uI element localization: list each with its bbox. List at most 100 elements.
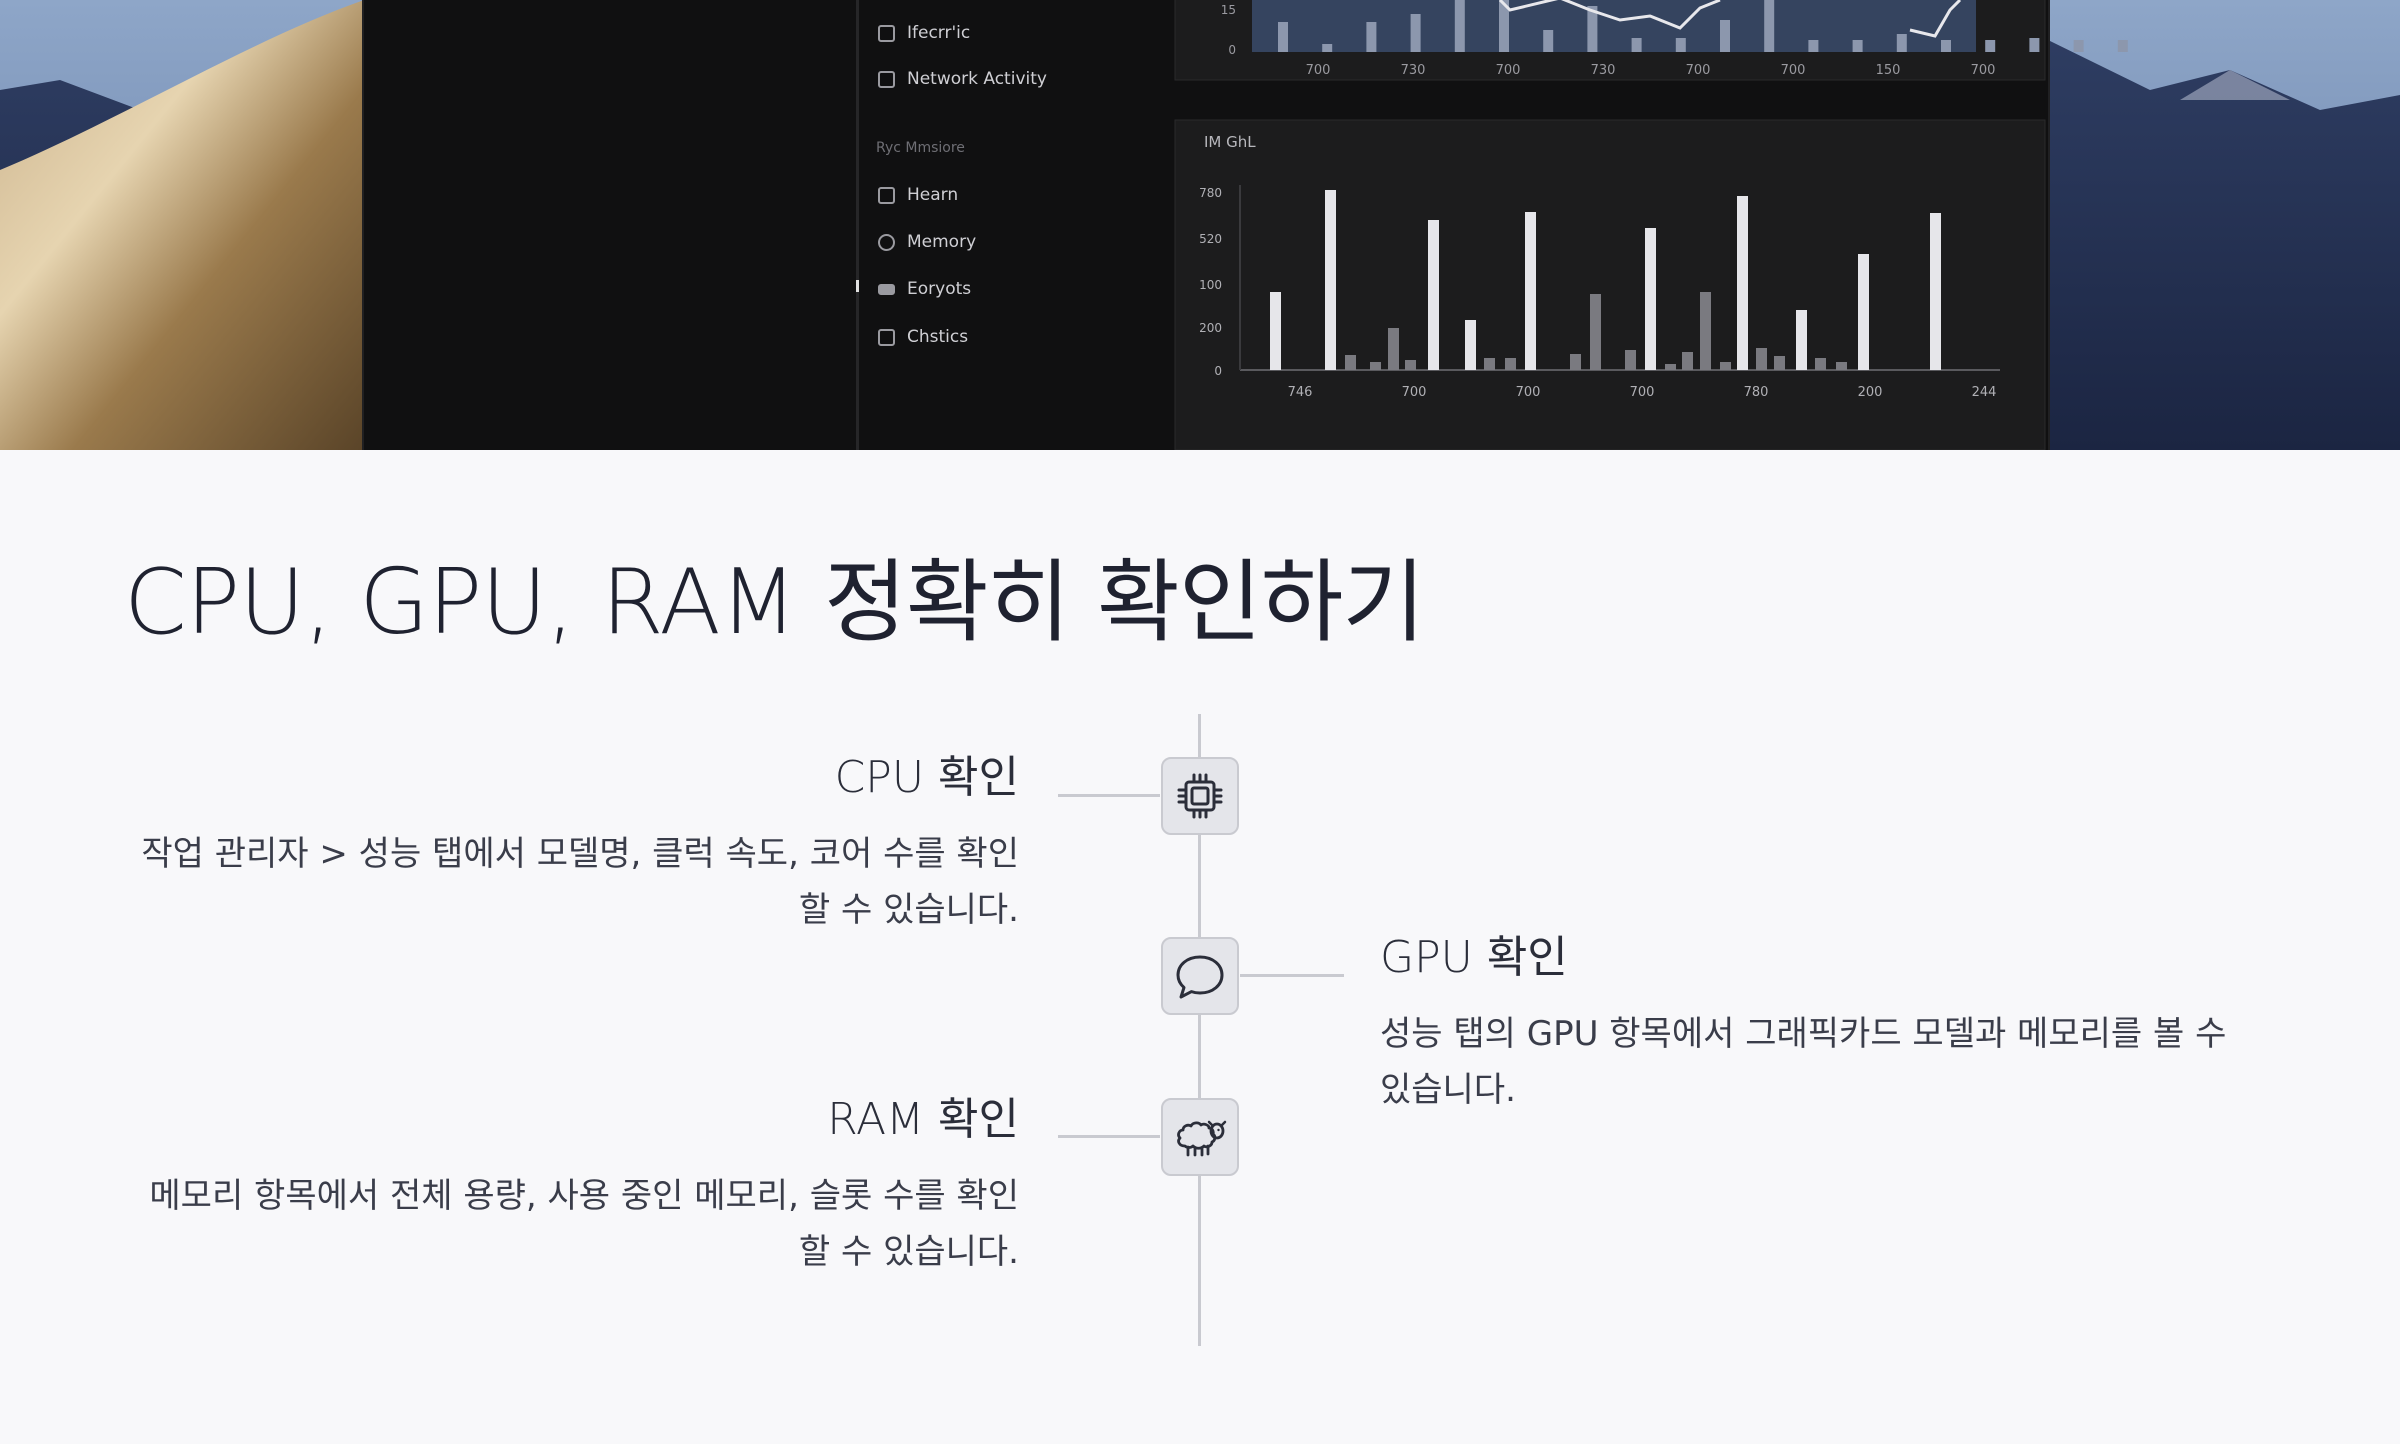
top-chart-x-tick: 700	[1686, 63, 1711, 78]
top-chart-bar	[1631, 38, 1642, 52]
gpu-connector	[1240, 974, 1344, 977]
memory-icon	[878, 233, 895, 251]
bottom-chart-bar	[1370, 362, 1381, 370]
bottom-chart-bar	[1737, 196, 1748, 370]
bottom-chart-bar	[1796, 310, 1807, 370]
bottom-chart-bar	[1388, 328, 1399, 370]
electric-icon	[878, 24, 895, 42]
bottom-chart-bar	[1465, 320, 1476, 370]
bottom-chart-bar	[1428, 220, 1439, 370]
sidebar-item-network[interactable]: Network Activity	[878, 66, 1047, 92]
page-title: CPU, GPU, RAM 정확히 확인하기	[124, 550, 1425, 655]
top-chart-bar	[2117, 40, 2128, 52]
bottom-chart-y-tick: 100	[1199, 278, 1222, 292]
top-chart-y-tick: 15	[1221, 3, 1236, 17]
top-chart-bar	[1941, 40, 1951, 52]
bottom-chart-x-tick: 700	[1516, 385, 1541, 400]
bottom-chart-bar	[1484, 358, 1495, 370]
gpu-description-line: 있습니다.	[1380, 1070, 1516, 1110]
bottom-chart-x-tick: 746	[1288, 385, 1313, 400]
cpu-description-line: 작업 관리자 > 성능 탭에서 모델명, 클럭 속도, 코어 수를 확인	[141, 834, 1019, 874]
top-chart-x-tick: 150	[1876, 63, 1901, 78]
top-chart-y-tick: 0	[1228, 43, 1236, 57]
bottom-chart-bar	[1405, 360, 1416, 370]
cpu-description: 작업 관리자 > 성능 탭에서 모델명, 클럭 속도, 코어 수를 확인 할 수…	[141, 826, 1019, 938]
top-chart-x-tick: 700	[1496, 63, 1521, 78]
top-chart-bar	[1808, 40, 1819, 52]
speech-bubble-icon	[1176, 955, 1224, 999]
network-icon	[878, 70, 895, 88]
top-chart-bar	[1366, 22, 1377, 52]
bottom-chart-y-tick: 0	[1214, 364, 1222, 378]
gpu-description: 성능 탭의 GPU 항목에서 그래픽카드 모델과 메모리를 볼 수 있습니다.	[1380, 1006, 2226, 1118]
ram-description-line: 할 수 있습니다.	[798, 1232, 1019, 1272]
bottom-chart-bar	[1525, 212, 1536, 370]
bottom-chart-bar	[1345, 355, 1356, 370]
gpu-description-line: 성능 탭의 GPU 항목에서 그래픽카드 모델과 메모리를 볼 수	[1380, 1014, 2227, 1054]
top-chart-x-tick: 700	[1306, 63, 1331, 78]
top-chart-bar	[1985, 40, 1996, 52]
cpu-chip-icon	[1177, 773, 1223, 819]
ram-description: 메모리 항목에서 전체 용량, 사용 중인 메모리, 슬롯 수를 확인 할 수 …	[149, 1168, 1019, 1280]
bottom-chart-bar	[1858, 254, 1869, 370]
sidebar-item-eoryots[interactable]: Eoryots	[878, 276, 971, 302]
top-chart-x-tick: 700	[1781, 63, 1806, 78]
cpu-title: CPU 확인	[834, 752, 1019, 803]
cpu-node	[1161, 757, 1239, 835]
sidebar-item-label: Ifecrr'ic	[907, 23, 971, 43]
top-chart-bar	[1543, 30, 1554, 52]
top-chart-bar	[1410, 14, 1421, 52]
top-chart-bar	[2029, 38, 2040, 52]
cpu-connector	[1058, 794, 1160, 797]
bottom-chart-y-tick: 780	[1199, 186, 1222, 200]
ram-connector	[1058, 1135, 1160, 1138]
sidebar-item-electric[interactable]: Ifecrr'ic	[878, 20, 970, 46]
top-chart-x-tick: 730	[1401, 63, 1426, 78]
sidebar-item-memory[interactable]: Memory	[878, 229, 976, 255]
top-chart-bar	[1896, 34, 1907, 52]
bottom-chart-bar	[1930, 213, 1941, 370]
bottom-chart-bar	[1720, 362, 1731, 370]
bottom-chart-x-tick: 244	[1972, 385, 1997, 400]
graphics-icon	[878, 328, 895, 346]
top-chart-bar	[1499, 0, 1509, 52]
gpu-title: GPU 확인	[1380, 932, 1568, 983]
top-chart-bar	[1454, 0, 1465, 52]
desktop-wallpaper	[0, 0, 2400, 450]
bottom-chart-bar	[1774, 356, 1785, 370]
bottom-chart-bar	[1270, 292, 1281, 370]
sidebar-item-label: Memory	[907, 232, 977, 252]
sheep-icon	[1177, 1120, 1227, 1157]
bottom-chart-bar	[1836, 362, 1847, 370]
sidebar-divider	[856, 0, 859, 450]
ram-title: RAM 확인	[827, 1094, 1019, 1145]
sidebar-selection-marker	[856, 280, 859, 292]
top-chart-bar	[1587, 6, 1598, 52]
bottom-chart-bar	[1625, 350, 1636, 370]
bottom-chart-bar	[1815, 358, 1826, 370]
cpu-description-line: 할 수 있습니다.	[798, 890, 1019, 930]
top-chart-bar	[1278, 22, 1288, 52]
sidebar-item-label: Hearn	[907, 185, 959, 205]
top-chart-bar	[1675, 38, 1686, 52]
bottom-chart-bar	[1645, 228, 1656, 370]
bottom-chart-bar	[1756, 348, 1767, 370]
sidebar-item-label: Network Activity	[907, 69, 1047, 89]
bottom-chart-y-tick: 520	[1199, 232, 1222, 246]
sidebar-item-graphics[interactable]: Chstics	[878, 324, 968, 350]
bottom-chart-bar	[1325, 190, 1336, 370]
bottom-chart-bar	[1682, 352, 1693, 370]
bottom-chart-y-tick: 200	[1199, 321, 1222, 335]
sidebar-item-label: Eoryots	[907, 279, 972, 299]
top-chart-x-tick: 700	[1971, 63, 1996, 78]
top-chart-bar	[1764, 0, 1775, 52]
bottom-chart-x-tick: 700	[1630, 385, 1655, 400]
ram-description-line: 메모리 항목에서 전체 용량, 사용 중인 메모리, 슬롯 수를 확인	[149, 1176, 1019, 1216]
sidebar-item-label: Chstics	[907, 327, 969, 347]
chat-icon	[878, 283, 895, 295]
calendar-icon	[878, 186, 895, 204]
top-chart-bar	[2073, 40, 2084, 52]
top-chart-bar	[1720, 20, 1730, 52]
sidebar-item-hearn[interactable]: Hearn	[878, 182, 958, 208]
